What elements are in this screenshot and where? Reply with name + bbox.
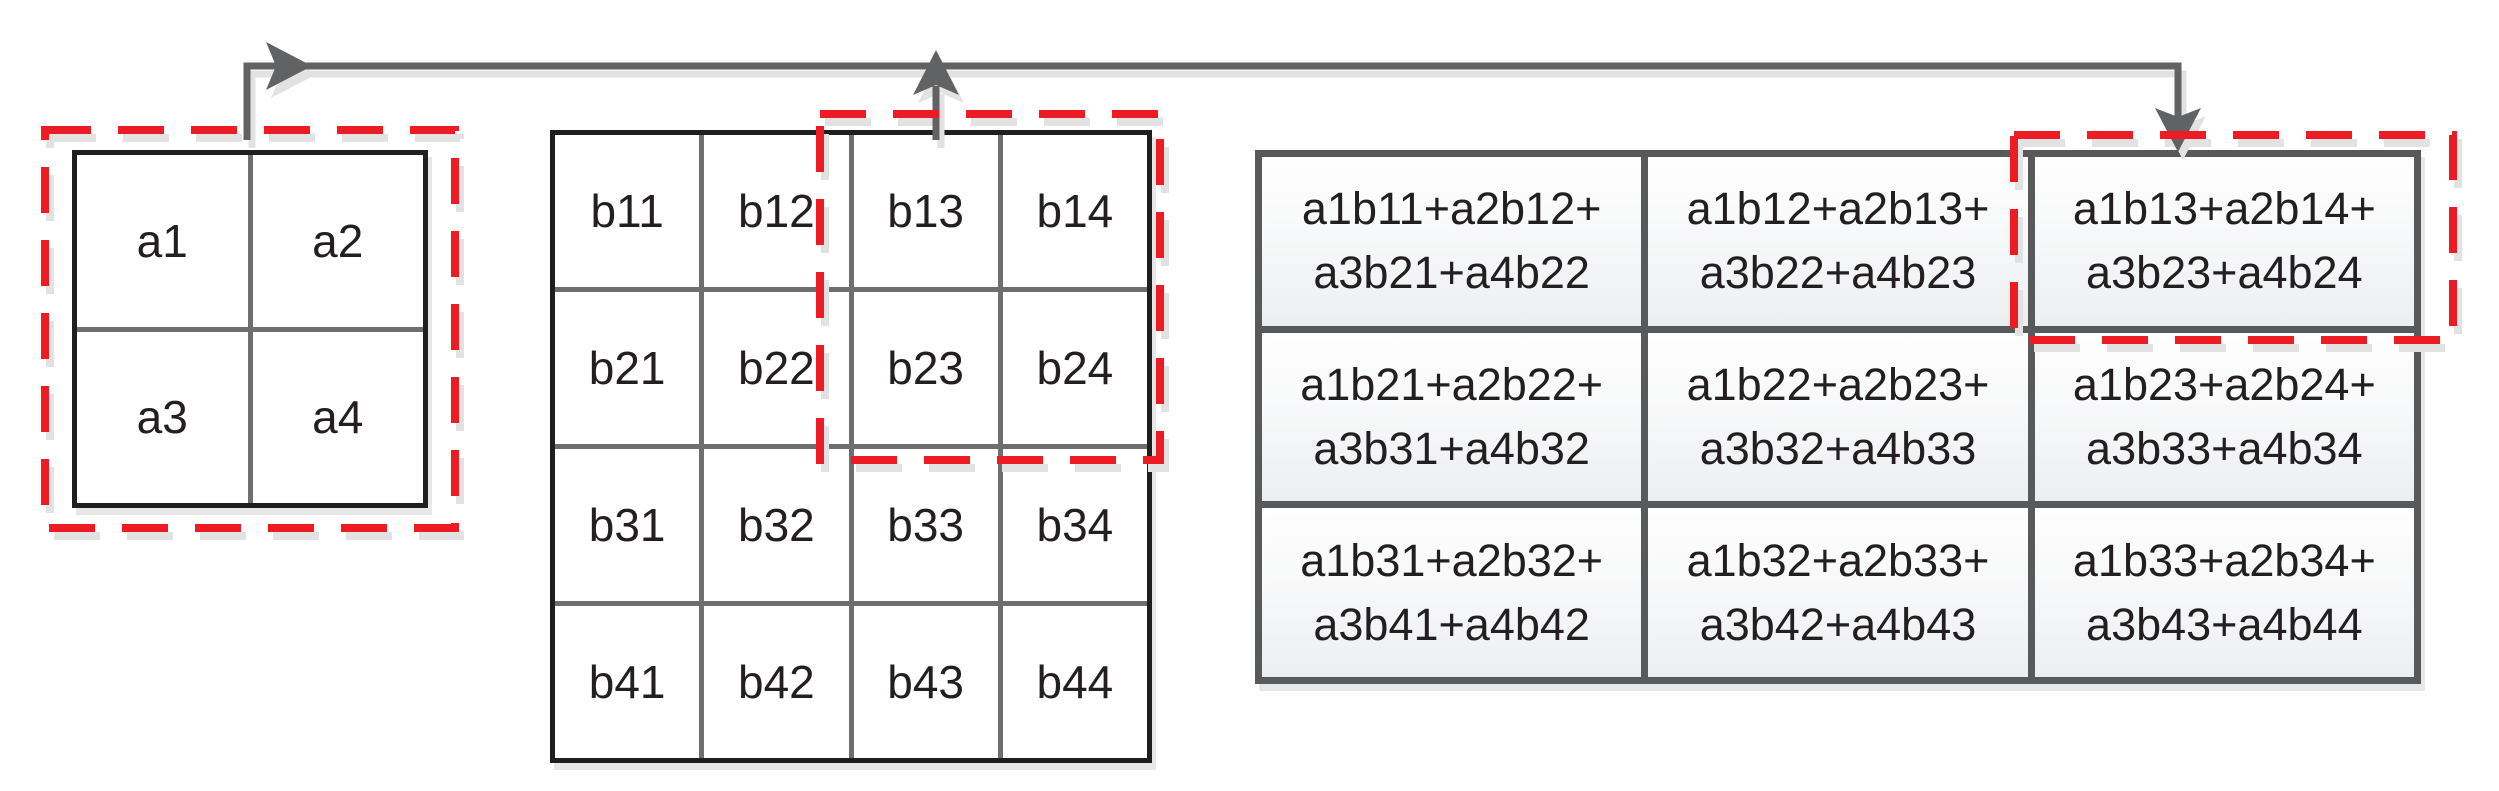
matrix-b-cell: b41 [555,606,700,758]
matrix-c-cell: a1b12+a2b13+ a3b22+a4b23 [1648,157,2028,326]
matrix-c-cell-line2: a3b32+a4b33 [1699,422,1977,474]
matrix-c-cell-line1: a1b33+a2b34+ [2072,534,2376,586]
matrix-c-cell: a1b33+a2b34+ a3b43+a4b44 [2034,508,2414,677]
matrix-b-cell: b13 [853,135,998,287]
matrix-c-cell-line2: a3b42+a4b43 [1699,598,1977,650]
matrix-b-cell: b43 [853,606,998,758]
matrix-c-cell-line1: a1b31+a2b32+ [1300,534,1604,586]
matrix-c-cell-line1: a1b12+a2b13+ [1686,183,1990,235]
matrix-a-cell: a2 [252,155,423,327]
matrix-c-cell-line1: a1b23+a2b24+ [2072,358,2376,410]
matrix-c-cell-line2: a3b41+a4b42 [1313,598,1590,650]
matrix-b-cell: b24 [1002,292,1147,444]
matrix-c-cell-line2: a3b22+a4b23 [1699,247,1977,299]
matrix-b-cell: b11 [555,135,700,287]
matrix-c-cell-line2: a3b31+a4b32 [1313,422,1590,474]
input-matrix-b: b11 b12 b13 b14 b21 b22 b23 b24 b31 b32 … [550,130,1152,763]
matrix-c-cell-line1: a1b11+a2b12+ [1301,183,1602,235]
matrix-b-cell: b23 [853,292,998,444]
arrowhead-up-icon [913,50,959,95]
matrix-c-cell-line1: a1b13+a2b14+ [2072,183,2376,235]
kernel-matrix-a: a1 a2 a3 a4 [72,150,428,508]
matrix-b-cell: b34 [1002,449,1147,601]
matrix-c-cell: a1b32+a2b33+ a3b42+a4b43 [1648,508,2028,677]
arrowhead-down-icon [2155,108,2201,152]
matrix-a-cell: a4 [252,331,423,503]
matrix-c-cell-line2: a3b43+a4b44 [2086,598,2363,650]
matrix-c-cell: a1b11+a2b12+ a3b21+a4b22 [1262,157,1642,326]
matrix-c-cell-line2: a3b33+a4b34 [2086,422,2363,474]
matrix-c-cell-line2: a3b23+a4b24 [2086,247,2363,299]
matrix-c-cell: a1b13+a2b14+ a3b23+a4b24 [2034,157,2414,326]
matrix-c-cell: a1b22+a2b23+ a3b32+a4b33 [1648,332,2028,502]
matrix-b-cell: b22 [704,292,849,444]
matrix-c-cell-line1: a1b22+a2b23+ [1686,358,1990,410]
matrix-c-cell: a1b31+a2b32+ a3b41+a4b42 [1262,508,1642,677]
matrix-b-cell: b14 [1002,135,1147,287]
matrix-a-cell: a1 [77,155,248,327]
matrix-c-cell: a1b21+a2b22+ a3b31+a4b32 [1262,332,1642,502]
matrix-c-cell-line1: a1b21+a2b22+ [1300,358,1604,410]
arrowhead-right-icon [266,42,312,90]
matrix-b-cell: b31 [555,449,700,601]
matrix-c-cell: a1b23+a2b24+ a3b33+a4b34 [2034,332,2414,502]
output-matrix-c: a1b11+a2b12+ a3b21+a4b22 a1b12+a2b13+ a3… [1255,150,2421,684]
matrix-b-cell: b21 [555,292,700,444]
matrix-b-cell: b33 [853,449,998,601]
matrix-b-cell: b44 [1002,606,1147,758]
matrix-b-cell: b42 [704,606,849,758]
connector-line [243,62,2182,140]
matrix-b-cell: b12 [704,135,849,287]
matrix-c-cell-line1: a1b32+a2b33+ [1686,534,1990,586]
matrix-a-cell: a3 [77,331,248,503]
matrix-b-cell: b32 [704,449,849,601]
matrix-c-cell-line2: a3b21+a4b22 [1313,247,1590,299]
